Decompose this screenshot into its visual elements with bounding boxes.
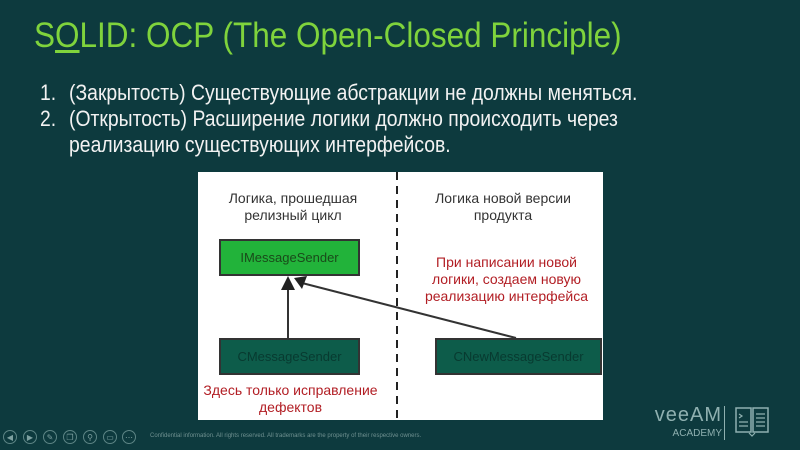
interface-box: IMessageSender	[219, 239, 360, 276]
subtitles-icon[interactable]: ▭	[103, 430, 117, 444]
pen-icon[interactable]: ✎	[43, 430, 57, 444]
logo-brand: veeAM	[654, 404, 722, 426]
prev-slide-icon[interactable]: ◀	[3, 430, 17, 444]
logo-divider	[724, 406, 725, 440]
bullet-text: (Закрытость) Существующие абстракции не …	[69, 80, 638, 105]
arrow-head-icon	[281, 276, 295, 290]
arrow-head-icon	[294, 276, 307, 289]
title-underlined-letter: O	[55, 16, 80, 55]
bullet-item: реализацию существующих интерфейсов.	[40, 132, 451, 158]
title-part: LID: OCP (The Open-Closed Principle)	[79, 16, 622, 55]
footer-copyright: Confidential information. All rights res…	[150, 433, 422, 439]
bullet-item: 1. (Закрытость) Существующие абстракции н…	[40, 80, 637, 106]
bullet-text: реализацию существующих интерфейсов.	[69, 132, 451, 157]
inheritance-arrow-line	[301, 282, 517, 339]
new-impl-box: CNewMessageSender	[435, 338, 602, 375]
book-icon	[735, 407, 769, 437]
title-part: S	[34, 16, 56, 55]
next-slide-icon[interactable]: ▶	[23, 430, 37, 444]
slide-title: SOLID: OCP (The Open-Closed Principle)	[34, 16, 622, 56]
bullet-text: (Открытость) Расширение логики должно пр…	[69, 106, 618, 131]
bullet-number: 1.	[40, 80, 57, 105]
impl-box: CMessageSender	[219, 338, 360, 375]
bullet-number: 2.	[40, 106, 57, 131]
diagram-lines	[281, 172, 517, 420]
slides-icon[interactable]: ❐	[63, 430, 77, 444]
bullet-item: 2. (Открытость) Расширение логики должно …	[40, 106, 618, 132]
logo-sub: ACADEMY	[672, 428, 722, 439]
more-icon[interactable]: ⋯	[122, 430, 136, 444]
zoom-icon[interactable]: ⚲	[83, 430, 97, 444]
